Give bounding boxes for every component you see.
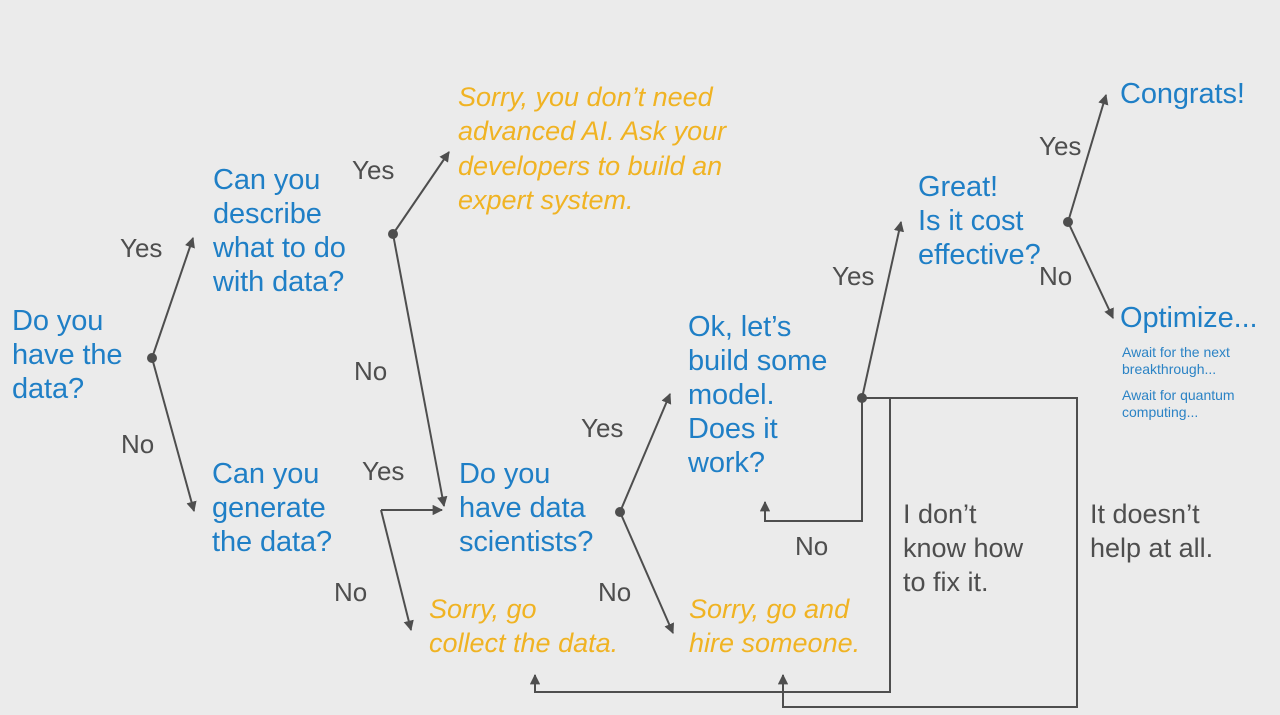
edge-have-data-no (151, 357, 197, 513)
edge-label-describe-no: No (354, 356, 388, 386)
edge-label-have-data-no: No (121, 429, 155, 459)
edge-cost-no (1067, 221, 1114, 319)
edge-label-describe-yes: Yes (352, 155, 395, 185)
node-congrats: Congrats! (1120, 78, 1245, 110)
node-collect-the-data: Sorry, go collect the data. (429, 594, 619, 659)
node-expert-system: Sorry, you don’t need advanced AI. Ask y… (458, 82, 727, 215)
edge-label-generate-yes: Yes (362, 456, 405, 486)
edge-label-cost-no: No (1039, 261, 1073, 291)
junction-build-model (857, 393, 867, 403)
edge-label-scientists-no: No (598, 577, 632, 607)
node-have-the-data: Do you have the data? (12, 305, 123, 405)
junction-data-scientists (615, 507, 625, 517)
node-optimize: Optimize... (1120, 302, 1258, 334)
edge-describe-yes (392, 151, 450, 235)
edge-model-yes (861, 220, 905, 399)
node-have-data-scientists: Do you have data scientists? (459, 458, 594, 558)
junction-cost-effective (1063, 217, 1073, 227)
edge-label-generate-no: No (334, 577, 368, 607)
junction-have-data (147, 353, 157, 363)
edge-label-scientists-yes: Yes (581, 413, 624, 443)
node-optimize-sub-breakthrough: Await for the next breakthrough... (1122, 344, 1230, 378)
note-dont-know-how-to-fix: I don’t know how to fix it. (903, 499, 1024, 597)
note-doesnt-help-at-all: It doesn’t help at all. (1090, 499, 1214, 563)
node-cost-effective: Great! Is it cost effective? (918, 171, 1041, 271)
edge-label-cost-yes: Yes (1039, 131, 1082, 161)
node-can-you-describe: Can you describe what to do with data? (213, 164, 346, 298)
edge-generate-no (380, 509, 414, 632)
edge-scientists-yes (619, 393, 672, 513)
node-hire-someone: Sorry, go and hire someone. (689, 594, 861, 659)
node-optimize-sub-quantum: Await for quantum computing... (1122, 387, 1235, 421)
edge-scientists-no (619, 511, 675, 634)
edge-label-model-yes: Yes (832, 261, 875, 291)
node-can-you-generate: Can you generate the data? (212, 458, 333, 558)
node-build-model: Ok, let’s build some model. Does it work… (688, 311, 828, 479)
edge-label-model-no: No (795, 531, 829, 561)
edge-label-have-data-yes: Yes (120, 233, 163, 263)
junction-describe (388, 229, 398, 239)
